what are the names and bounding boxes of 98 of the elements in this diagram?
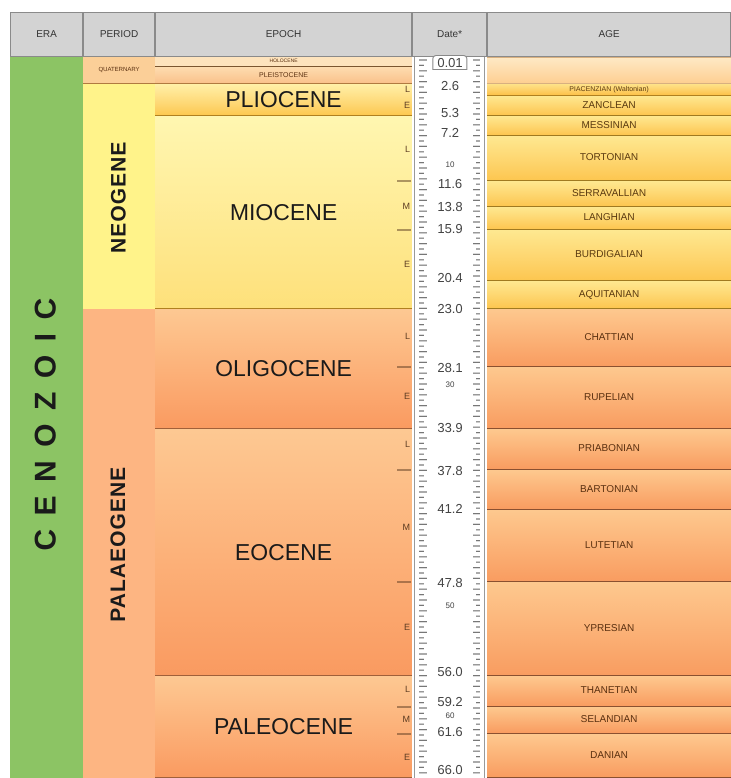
subdivision-mark: E xyxy=(402,623,410,632)
age-label: LANGHIAN xyxy=(583,213,635,223)
column-header: Date* xyxy=(436,28,462,42)
date-value: 41.2 xyxy=(437,502,463,515)
period-band xyxy=(83,84,155,309)
age-band xyxy=(487,230,731,281)
age-label: THANETIAN xyxy=(580,686,638,696)
age-label: BURDIGALIAN xyxy=(575,250,643,260)
minor-scale-number: 50 xyxy=(446,602,454,610)
epoch-band xyxy=(155,309,412,429)
subdivision-mark: L xyxy=(404,332,410,341)
date-value: 5.3 xyxy=(440,106,460,119)
header-cell xyxy=(412,12,487,57)
date-value: 33.9 xyxy=(437,421,463,434)
era-band xyxy=(10,57,83,778)
age-label: ZANCLEAN xyxy=(582,100,636,110)
epoch-band xyxy=(155,84,412,116)
epoch-band xyxy=(155,676,412,778)
column-header: EPOCH xyxy=(266,28,302,42)
epoch-label: PALEOCENE xyxy=(214,712,353,742)
age-label: SERRAVALLIAN xyxy=(572,188,646,198)
age-band xyxy=(487,734,731,778)
epoch-label: PLIOCENE xyxy=(225,85,342,114)
epoch-label: EOCENE xyxy=(234,538,332,567)
subdivision-mark: E xyxy=(402,392,410,401)
epoch-band xyxy=(155,116,412,309)
age-label: PRIABONIAN xyxy=(578,444,640,454)
age-band xyxy=(487,367,731,429)
subdivision-mark: L xyxy=(404,440,410,449)
age-band xyxy=(487,676,731,707)
date-value: 20.4 xyxy=(437,271,463,284)
date-value: 59.2 xyxy=(437,695,463,708)
column-header: ERA xyxy=(36,28,57,42)
minor-scale-number: 60 xyxy=(446,712,454,720)
age-band xyxy=(487,207,731,230)
epoch-band xyxy=(155,67,412,84)
age-label: YPRESIAN xyxy=(584,624,634,634)
header-cell xyxy=(83,12,155,57)
subdivision-mark: E xyxy=(402,260,410,269)
epoch-band xyxy=(155,429,412,676)
age-label: CHATTIAN xyxy=(584,332,634,342)
header-cell xyxy=(10,12,83,57)
era-label: CENOZOIC xyxy=(29,284,64,551)
period-band xyxy=(83,57,155,84)
epoch-band xyxy=(155,57,412,67)
column-header: AGE xyxy=(598,28,620,42)
age-band xyxy=(487,510,731,582)
period-label: NEOGENE xyxy=(106,140,132,253)
subdivision-mark: L xyxy=(404,85,410,94)
minor-scale-number: 30 xyxy=(446,381,454,389)
age-label: BARTONIAN xyxy=(580,484,638,494)
age-label: SELANDIAN xyxy=(580,715,638,725)
date-value: 66.0 xyxy=(437,763,463,776)
date-value: 13.8 xyxy=(437,200,463,213)
age-label: TORTONIAN xyxy=(580,153,638,163)
date-value: 47.8 xyxy=(437,576,463,589)
age-band xyxy=(487,429,731,470)
date-value: 0.01 xyxy=(432,55,468,70)
subdivision-mark: M xyxy=(402,202,410,211)
age-band xyxy=(487,582,731,676)
subdivision-mark: E xyxy=(402,753,410,762)
age-band xyxy=(487,57,731,84)
age-band xyxy=(487,116,731,136)
date-value: 28.1 xyxy=(437,361,463,374)
date-value: 15.9 xyxy=(437,222,463,235)
age-label: LUTETIAN xyxy=(584,540,634,550)
header-cell xyxy=(155,12,412,57)
date-value: 61.6 xyxy=(437,725,463,738)
date-value: 7.2 xyxy=(440,126,460,139)
age-band xyxy=(487,281,731,309)
age-band xyxy=(487,470,731,510)
age-label: RUPELIAN xyxy=(584,392,634,402)
date-value: 23.0 xyxy=(437,302,463,315)
date-value: 11.6 xyxy=(438,177,462,190)
age-band xyxy=(487,309,731,367)
subdivision-mark: L xyxy=(404,145,410,154)
epoch-label: OLIGOCENE xyxy=(215,354,352,384)
age-band xyxy=(487,96,731,116)
date-value: 2.6 xyxy=(440,79,460,92)
date-value: 56.0 xyxy=(437,665,463,678)
subdivision-mark: L xyxy=(404,685,410,694)
minor-scale-number: 10 xyxy=(446,161,454,169)
header-cell xyxy=(487,12,731,57)
period-label: PALAEOGENE xyxy=(106,466,132,622)
age-band xyxy=(487,136,731,181)
age-band xyxy=(487,707,731,734)
age-band xyxy=(487,181,731,207)
age-label: DANIAN xyxy=(590,750,628,760)
date-value: 37.8 xyxy=(437,464,463,477)
subdivision-mark: E xyxy=(402,101,410,110)
age-band xyxy=(487,84,731,96)
subdivision-mark: M xyxy=(402,523,410,532)
age-label: AQUITANIAN xyxy=(578,290,640,300)
column-header: PERIOD xyxy=(100,28,138,42)
period-band xyxy=(83,309,155,778)
age-label: MESSINIAN xyxy=(581,120,636,130)
subdivision-mark: M xyxy=(402,715,410,724)
epoch-label: MIOCENE xyxy=(230,198,338,227)
